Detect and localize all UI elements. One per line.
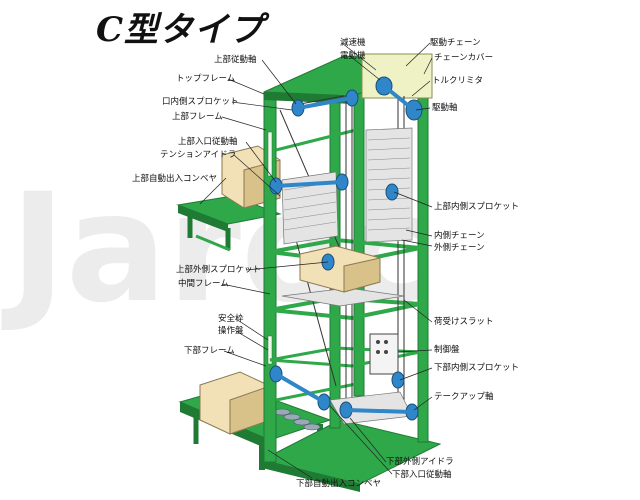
label-outer-chain: 外側チェーン	[434, 242, 485, 253]
shafts	[274, 84, 416, 414]
label-lower-outer-idler: 下部外側アイドラ	[386, 456, 454, 467]
label-upper-driven-shaft: 上部従動軸	[214, 54, 257, 65]
label-reducer: 減速機	[340, 37, 366, 48]
label-lower-inner-sprocket: 下部内側スプロケット	[434, 362, 519, 373]
label-inner-chain: 内側チェーン	[434, 230, 485, 241]
label-motor: 電動機	[340, 50, 366, 61]
lower-auto-conveyor	[178, 371, 332, 470]
leader-lines	[199, 42, 433, 479]
label-lower-entrance-driven-shaft: 下部入口従動軸	[392, 469, 452, 480]
label-load-slat: 荷受けスラット	[434, 316, 494, 327]
label-upper-inner-sprocket: 上部内側スプロケット	[434, 201, 519, 212]
label-takeup-shaft: テークアップ軸	[434, 391, 494, 402]
label-upper-frame: 上部フレーム	[172, 111, 223, 122]
page-title: C型タイプ	[96, 10, 265, 50]
label-lower-frame: 下部フレーム	[184, 345, 235, 356]
control-board	[369, 333, 399, 375]
label-tension-idler: テンションアイドラ	[160, 150, 236, 160]
label-drive-shaft: 駆動軸	[432, 102, 458, 113]
label-chain-cover: チェーンカバー	[434, 53, 493, 63]
label-middle-frame: 中間フレーム	[178, 278, 229, 289]
label-safety-frame: 安全枠	[218, 313, 244, 324]
label-control-panel-op: 操作盤	[218, 325, 244, 336]
label-inner-sprocket-entrance: 口内側スプロケット	[162, 96, 239, 107]
label-top-frame: トップフレーム	[176, 74, 235, 84]
label-upper-outer-sprocket: 上部外側スプロケット	[176, 264, 261, 275]
chain-cover-box	[361, 53, 433, 99]
label-upper-entrance-driven-shaft: 上部入口従動軸	[178, 136, 238, 147]
label-drive-chain: 駆動チェーン	[430, 37, 481, 48]
label-upper-auto-conveyor: 上部自動出入コンベヤ	[132, 173, 217, 184]
base-frame	[260, 419, 442, 492]
middle-load-box	[299, 245, 381, 293]
label-control-board: 制御盤	[434, 344, 460, 355]
label-lower-auto-conveyor: 下部自動出入コンベヤ	[296, 478, 381, 489]
label-torque-limiter: トルクリミタ	[432, 76, 483, 86]
